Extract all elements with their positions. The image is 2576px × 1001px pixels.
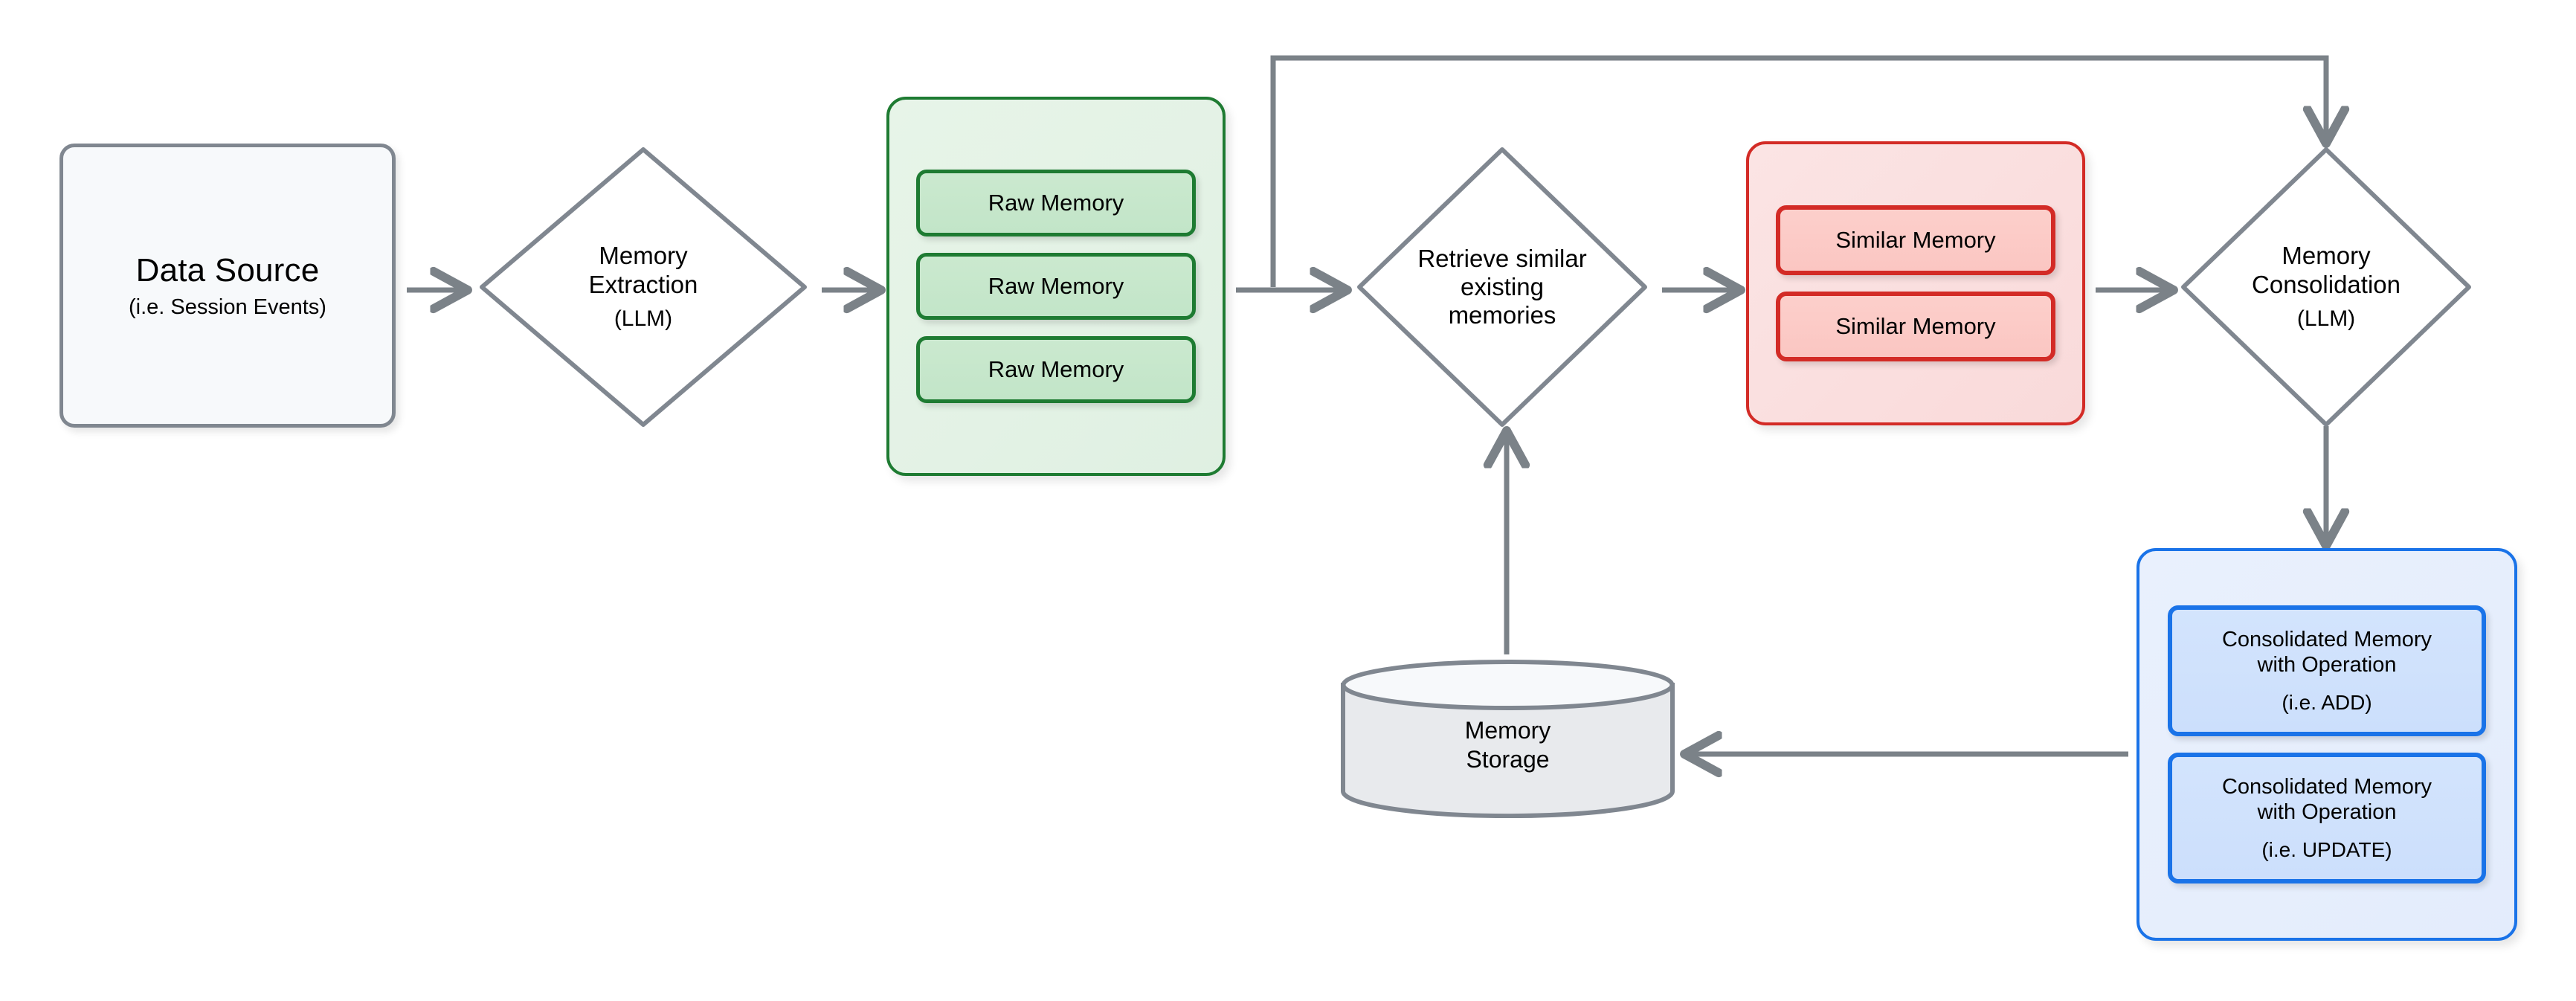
memory-storage-line2: Storage [1466,745,1550,773]
retrieve-line2: existing [1461,272,1544,300]
raw-memory-label: Raw Memory [988,190,1124,216]
node-data-source[interactable]: Data Source (i.e. Session Events) [59,144,396,428]
consolidated-memory-line2: with Operation [2257,653,2397,677]
node-memory-storage[interactable]: Memory Storage [1339,658,1677,818]
node-memory-extraction[interactable]: Memory Extraction (LLM) [476,144,811,431]
raw-memory-label: Raw Memory [988,273,1124,299]
similar-memory-label: Similar Memory [1835,227,1996,253]
raw-memory-chip[interactable]: Raw Memory [916,170,1196,236]
memory-extraction-line2: Extraction [588,270,698,298]
memory-extraction-label: Memory Extraction (LLM) [589,242,698,332]
data-source-title: Data Source [135,251,320,289]
memory-consolidation-line2: Consolidation [2252,270,2400,298]
group-consolidated-memory[interactable]: Consolidated Memory with Operation (i.e.… [2137,548,2517,941]
similar-memory-chip[interactable]: Similar Memory [1776,205,2055,275]
retrieve-similar-label: Retrieve similar existing memories [1417,245,1586,330]
consolidated-memory-chip[interactable]: Consolidated Memory with Operation (i.e.… [2168,753,2486,883]
consolidated-memory-operation: (i.e. UPDATE) [2261,837,2392,861]
cylinder-shape [1341,660,1675,818]
memory-consolidation-subtitle: (LLM) [2296,306,2356,331]
consolidated-memory-line1: Consolidated Memory [2221,775,2432,799]
consolidated-memory-line2: with Operation [2257,800,2397,825]
memory-storage-line1: Memory [1464,717,1551,744]
memory-consolidation-line1: Memory [2282,242,2371,270]
memory-extraction-subtitle: (LLM) [614,306,673,331]
diamond-shape [2181,147,2471,427]
retrieve-line1: Retrieve similar [1417,244,1587,272]
diamond-shape [480,147,807,427]
data-source-subtitle: (i.e. Session Events) [129,294,326,319]
node-memory-consolidation[interactable]: Memory Consolidation (LLM) [2177,144,2475,431]
memory-extraction-line1: Memory [599,242,688,270]
raw-memory-chip[interactable]: Raw Memory [916,253,1196,320]
memory-consolidation-label: Memory Consolidation (LLM) [2252,242,2400,332]
diamond-shape [1357,147,1647,427]
node-retrieve-similar-memories[interactable]: Retrieve similar existing memories [1353,144,1651,431]
similar-memory-chip[interactable]: Similar Memory [1776,292,2055,361]
consolidated-memory-line1: Consolidated Memory [2221,628,2432,652]
group-similar-memory[interactable]: Similar Memory Similar Memory [1746,141,2085,425]
memory-storage-label: Memory Storage [1339,658,1677,818]
group-raw-memory[interactable]: Raw Memory Raw Memory Raw Memory [886,97,1226,476]
retrieve-line3: memories [1448,301,1556,329]
similar-memory-label: Similar Memory [1835,313,1996,339]
consolidated-memory-chip[interactable]: Consolidated Memory with Operation (i.e.… [2168,605,2486,736]
raw-memory-chip[interactable]: Raw Memory [916,336,1196,403]
consolidated-memory-operation: (i.e. ADD) [2282,690,2372,714]
raw-memory-label: Raw Memory [988,356,1124,382]
